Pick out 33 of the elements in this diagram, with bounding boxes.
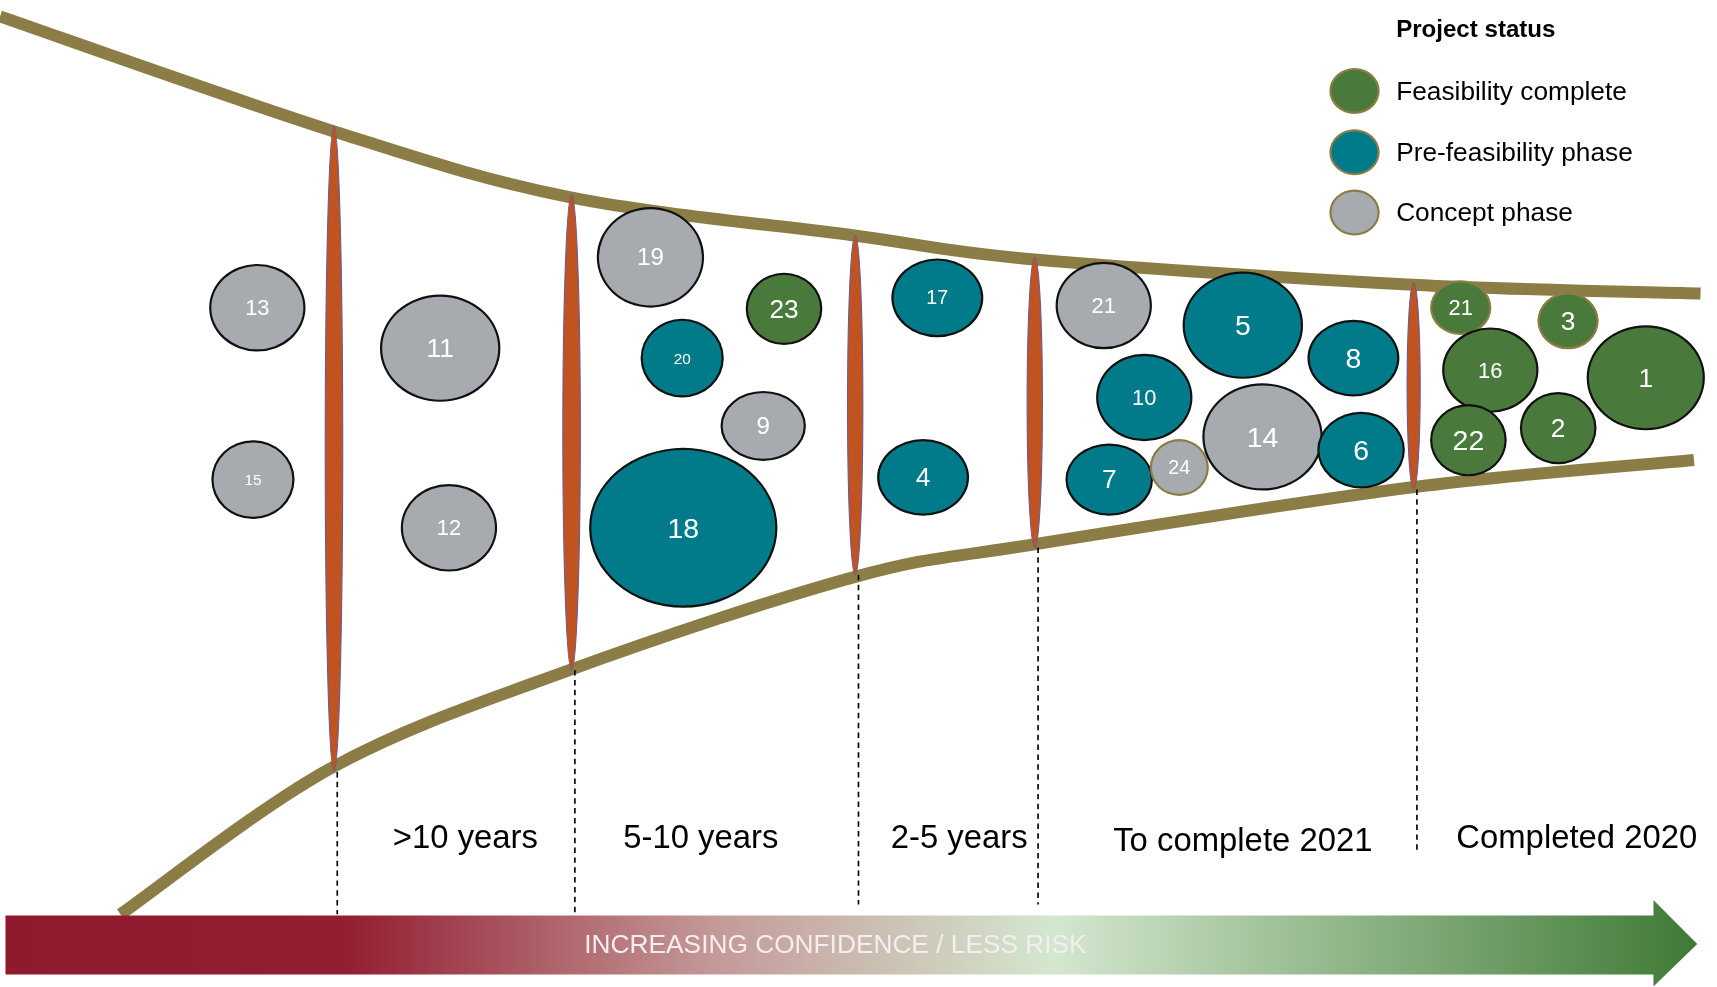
legend-label: Feasibility complete — [1396, 75, 1627, 107]
period-label: To complete 2021 — [1113, 821, 1373, 859]
project-circle: 23 — [745, 272, 823, 345]
project-circle: 24 — [1149, 439, 1209, 497]
project-circle: 6 — [1317, 411, 1405, 489]
project-circle: 5 — [1182, 271, 1304, 379]
project-circle: 7 — [1065, 443, 1154, 516]
project-circle: 13 — [209, 263, 306, 352]
project-circle: 9 — [720, 390, 806, 461]
project-circle: 3 — [1537, 292, 1599, 350]
project-circle: 11 — [379, 294, 501, 402]
project-circle: 20 — [640, 318, 724, 398]
legend-label: Concept phase — [1396, 197, 1573, 228]
project-circle: 14 — [1202, 383, 1323, 491]
project-circle: 22 — [1430, 404, 1507, 477]
project-circle: 8 — [1307, 319, 1400, 397]
project-circle: 10 — [1096, 353, 1193, 442]
legend-title: Project status — [1396, 15, 1556, 44]
period-label: >10 years — [392, 817, 538, 856]
project-circle: 2 — [1519, 392, 1597, 465]
period-label: 2-5 years — [890, 817, 1028, 856]
period-label: 5-10 years — [623, 817, 779, 856]
project-circle: 18 — [589, 447, 778, 608]
project-circle: 19 — [596, 206, 705, 308]
project-circle: 15 — [211, 440, 295, 520]
period-label: Completed 2020 — [1456, 817, 1698, 856]
project-circle: 16 — [1442, 327, 1539, 413]
project-circle: 12 — [400, 484, 498, 572]
project-circle: 21 — [1055, 261, 1152, 350]
legend-label: Pre-feasibility phase — [1396, 136, 1633, 167]
project-circle: 4 — [877, 439, 970, 516]
project-circle: 17 — [891, 258, 984, 338]
project-circle: 1 — [1586, 325, 1705, 431]
